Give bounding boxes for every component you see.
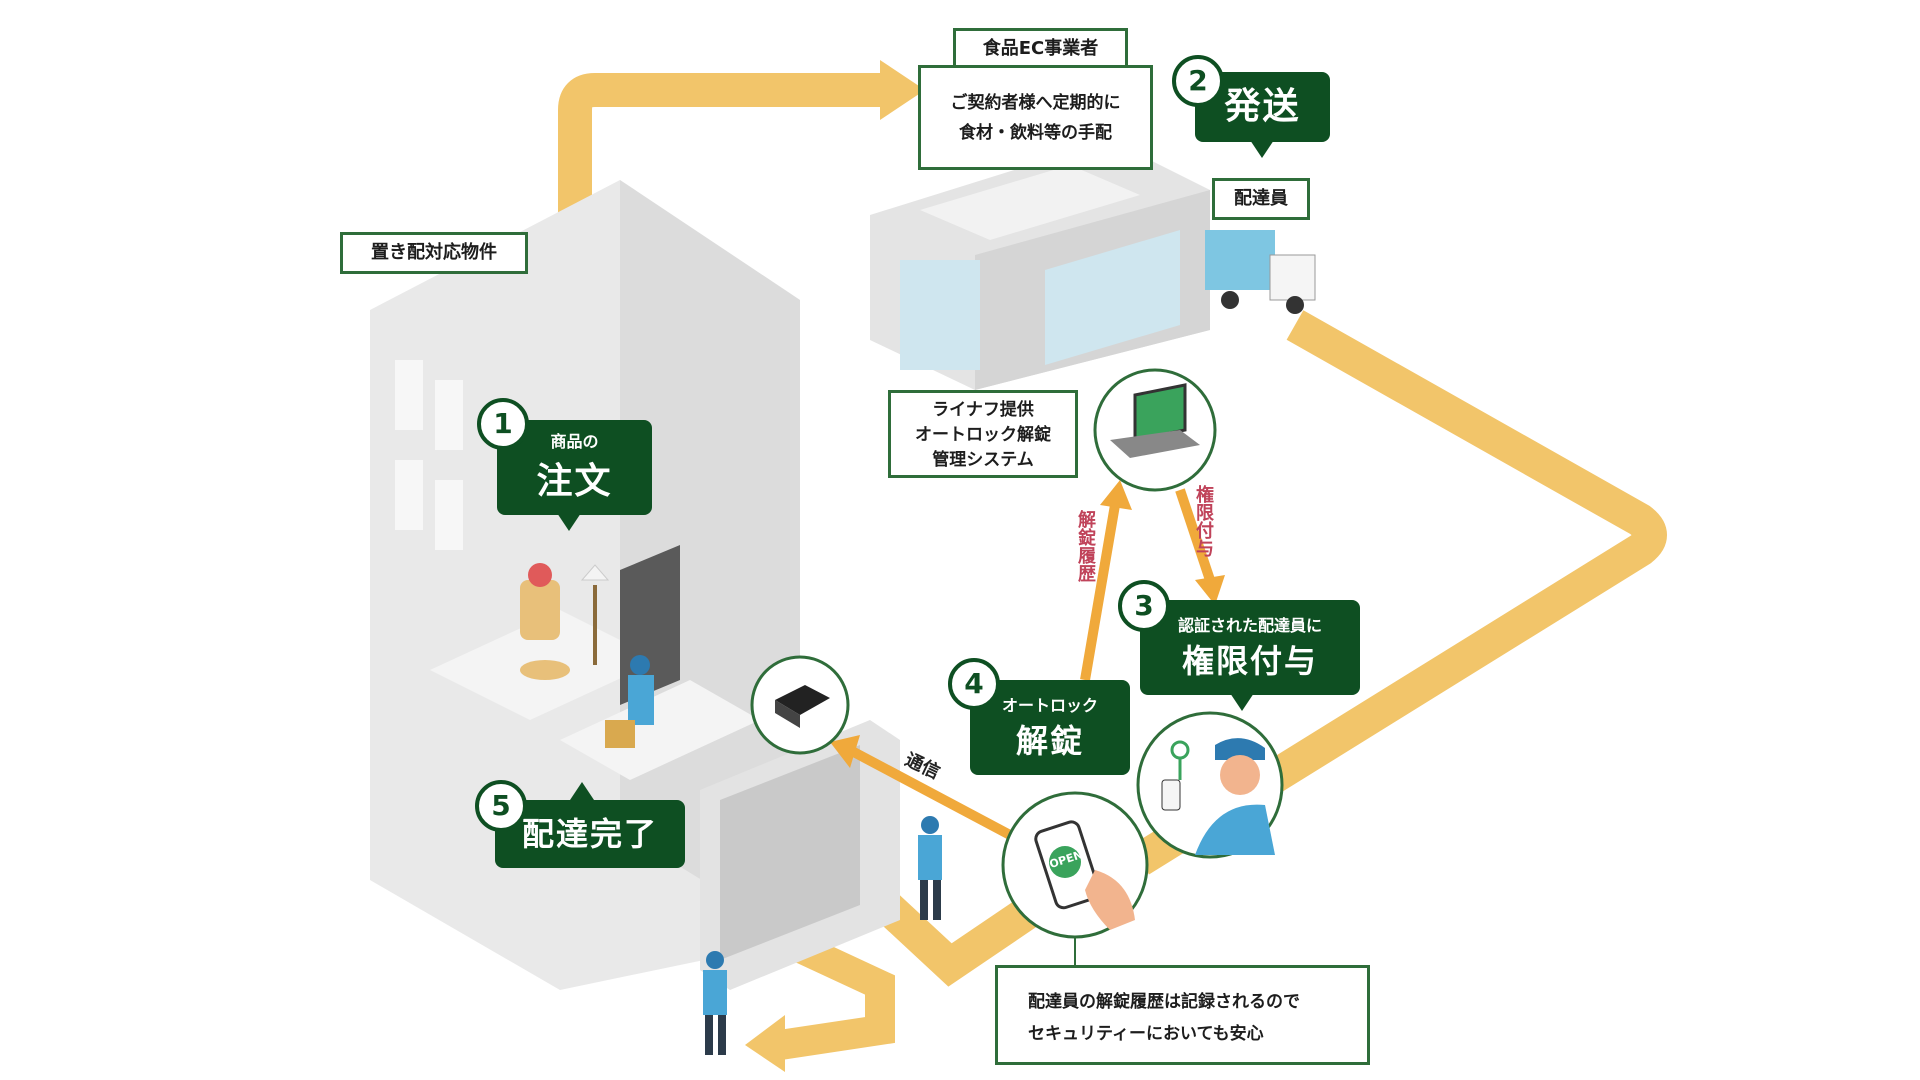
delivery-truck-cargo (1205, 230, 1275, 290)
step2-title: 発送 (1224, 86, 1301, 127)
step1-number: 1 (477, 398, 529, 450)
step5-number: 5 (475, 780, 527, 832)
courier-label: 配達員 (1212, 178, 1310, 220)
courier-cap-icon (1215, 738, 1265, 760)
step1-big: 注文 (536, 461, 613, 502)
entrance-doorway (720, 745, 860, 960)
security-line2: セキュリティーにおいても安心 (1028, 1024, 1264, 1044)
route-truck (1131, 310, 1667, 875)
courier-face (1220, 755, 1260, 795)
callout-tail (557, 513, 581, 531)
warehouse-windows (900, 260, 980, 370)
unlock-history-arrowhead (1100, 480, 1132, 510)
warehouse-roof (920, 165, 1140, 240)
step4-number: 4 (948, 658, 1000, 710)
courier-at-door (630, 655, 650, 675)
unlock-history-label: 解錠履歴 (1075, 510, 1096, 582)
step4-callout: オートロック 解錠 (970, 680, 1130, 775)
ec-desc-line1: ご契約者様へ定期的に (950, 93, 1121, 113)
step5-callout: 配達完了 (495, 782, 685, 868)
route-arrowhead-ec (880, 60, 925, 120)
truck-wheel (1286, 296, 1304, 314)
courier-uniform (1195, 804, 1275, 855)
courier-exiting-body (703, 970, 727, 1015)
warehouse-windows-front (1045, 230, 1180, 365)
package-box (605, 720, 635, 748)
ec-desc-line2: 食材・飲料等の手配 (959, 123, 1112, 143)
courier-walking-leg (933, 880, 941, 920)
route-order-to-ec (558, 73, 880, 420)
window (395, 360, 423, 430)
lamp-shade (580, 564, 610, 581)
security-note: 配達員の解錠履歴は記録されるので セキュリティーにおいても安心 (995, 965, 1370, 1065)
armchair (520, 580, 560, 640)
delivery-truck-cab (1269, 254, 1316, 301)
step3-callout: 認証された配達員に 権限付与 (1140, 600, 1360, 711)
security-line1: 配達員の解錠履歴は記録されるので (1028, 992, 1300, 1012)
system-line2: オートロック解錠 (915, 425, 1051, 445)
grant-arrowhead (1195, 575, 1225, 605)
step4-small: オートロック (1001, 696, 1098, 715)
step1-small: 商品の (550, 432, 599, 451)
resident (528, 563, 552, 587)
laptop-screen (1133, 383, 1187, 442)
window (395, 460, 423, 530)
system-label: ライナフ提供 オートロック解錠 管理システム (888, 390, 1078, 478)
courier-body (628, 675, 654, 725)
step5-title: 配達完了 (521, 815, 658, 853)
ec-operator-label: 食品EC事業者 (953, 28, 1128, 70)
communication-arrowhead (830, 735, 860, 768)
open-button-icon (1049, 846, 1081, 878)
courier-walking-leg (920, 880, 928, 920)
courier-walking (921, 816, 939, 834)
communication-arrow (847, 745, 1013, 840)
system-line1: ライナフ提供 (932, 400, 1034, 420)
callout-tail (570, 782, 594, 800)
hand-icon (1085, 870, 1135, 930)
step2-number: 2 (1172, 55, 1224, 107)
ec-operator-description: ご契約者様へ定期的に 食材・飲料等の手配 (918, 65, 1153, 170)
truck-wheel (1221, 291, 1239, 309)
delivery-floor (560, 680, 760, 780)
step3-big: 権限付与 (1181, 642, 1318, 680)
lock-device-side (775, 700, 800, 728)
callout-tail (1250, 140, 1274, 158)
grant-permission-label: 権限付与 (1193, 485, 1214, 557)
step3-number: 3 (1118, 580, 1170, 632)
courier-phone (1161, 779, 1181, 811)
window (435, 480, 463, 550)
courier-exiting-leg (718, 1015, 726, 1055)
lock-device (775, 685, 830, 715)
grant-arrow (1175, 488, 1215, 582)
courier-walking-body (918, 835, 942, 880)
window (435, 380, 463, 450)
courier-exiting (706, 951, 724, 969)
laptop-base (1110, 430, 1200, 458)
callout-tail (1230, 693, 1254, 711)
property-label: 置き配対応物件 (340, 232, 528, 274)
side-table (520, 660, 570, 680)
step3-small: 認証された配達員に (1177, 616, 1322, 635)
step4-big: 解錠 (1015, 722, 1084, 760)
system-line3: 管理システム (932, 450, 1034, 470)
route-arrowhead-exit (745, 1015, 785, 1072)
courier-exiting-leg (705, 1015, 713, 1055)
unlock-history-arrow (1080, 504, 1120, 681)
